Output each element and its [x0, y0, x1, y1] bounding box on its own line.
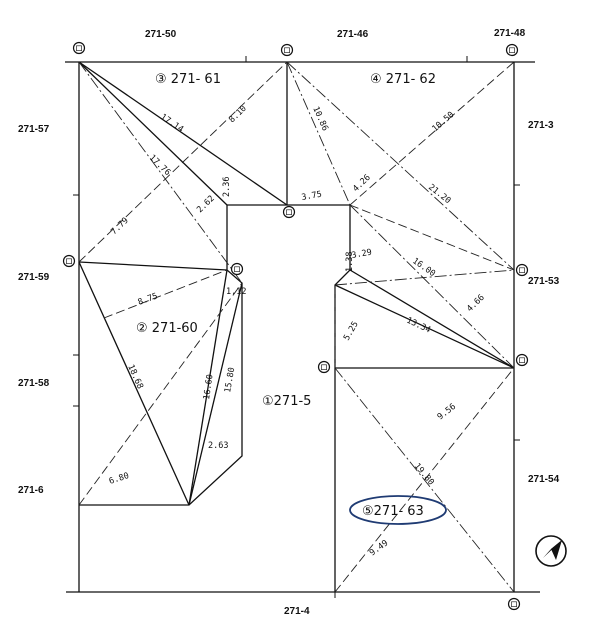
measurement: 8.10: [227, 104, 249, 125]
adjacent-lot-label: 271-54: [528, 474, 560, 485]
svg-text:ロ: ロ: [283, 46, 291, 55]
parcel-label-271-5: ①271-5: [262, 394, 311, 409]
svg-text:ロ: ロ: [75, 44, 83, 53]
svg-text:ロ: ロ: [510, 600, 518, 609]
parcel-label-271-62: ④ 271- 62: [370, 72, 436, 87]
boundary-diag-w: [78, 261, 190, 506]
survey-lines: [78, 61, 515, 593]
adjacent-lot-label: 271-46: [337, 29, 369, 40]
boundary-marker-icon: ロ: [230, 262, 244, 276]
survey-line: [286, 61, 351, 206]
parcel-label-271-60: ② 271-60: [136, 321, 198, 336]
svg-text:ロ: ロ: [518, 266, 526, 275]
measurement: 2.36: [222, 177, 232, 197]
measurement: 1.12: [226, 287, 246, 297]
parcel-highlight-ellipse: [349, 495, 447, 525]
survey-line: [78, 282, 243, 506]
adjacent-lot-label: 271-58: [18, 378, 50, 389]
boundary-lines: [65, 61, 540, 593]
boundary-marker-icon: ロ: [505, 43, 519, 57]
measurement: 9.56: [436, 402, 458, 422]
measurement: 3.29: [351, 248, 373, 261]
survey-line: [286, 61, 515, 271]
measurement: 7.79: [109, 216, 131, 237]
measurement: 10.50: [430, 110, 456, 134]
survey-line: [334, 269, 515, 286]
boundary-diag-w2: [188, 269, 228, 506]
north-arrow-icon: [535, 535, 567, 567]
boundary-markers: ロロロロロロロロロロ: [62, 41, 529, 611]
parcel-label-271-63: ⑤271- 63: [362, 504, 424, 519]
boundary-marker-icon: ロ: [72, 41, 86, 55]
adjacent-lot-labels: 271-50 271-46 271-48 271-57 271-3 271-59…: [18, 28, 560, 617]
survey-line: [78, 61, 243, 284]
survey-line: [103, 269, 228, 319]
adjacent-lot-label: 271-57: [18, 124, 50, 135]
boundary-60-59: [78, 261, 228, 271]
survey-line: [349, 61, 515, 206]
parcel-label-271-61: ③ 271- 61: [155, 72, 221, 87]
boundary-marker-icon: ロ: [62, 254, 76, 268]
measurement: 19.80: [412, 462, 436, 488]
svg-text:ロ: ロ: [233, 265, 241, 274]
inner-boundary-west: [79, 62, 288, 506]
measurement: 9.49: [368, 538, 390, 558]
measurement: 16.60: [202, 374, 215, 401]
measurement: 17.76: [147, 153, 172, 178]
measurement: 6.80: [108, 471, 131, 487]
adjacent-lot-label: 271-6: [18, 485, 44, 496]
measurement: 4.26: [351, 173, 373, 194]
svg-text:ロ: ロ: [285, 208, 293, 217]
parcel-labels: ③ 271- 61 ④ 271- 62 ② 271-60 ①271-5 ⑤271…: [136, 72, 447, 525]
measurement: 5.25: [342, 320, 361, 343]
survey-line: [78, 61, 288, 263]
boundary-marker-icon: ロ: [515, 353, 529, 367]
adjacent-lot-label: 271-4: [284, 606, 310, 617]
svg-text:ロ: ロ: [320, 363, 328, 372]
measurement: 15.80: [223, 367, 237, 394]
adjacent-lot-label: 271-59: [18, 272, 50, 283]
boundary-diag-e: [334, 284, 515, 369]
measurement: 3.75: [301, 190, 323, 203]
boundary-diag-e2: [349, 269, 515, 369]
svg-text:ロ: ロ: [508, 46, 516, 55]
survey-line: [349, 204, 515, 271]
measurement: 13.34: [405, 316, 432, 336]
svg-text:ロ: ロ: [518, 356, 526, 365]
adjacent-lot-label: 271-53: [528, 276, 560, 287]
boundary-marker-icon: ロ: [317, 360, 331, 374]
adjacent-lot-label: 271-50: [145, 29, 177, 40]
measurement: 16.00: [410, 256, 437, 279]
measurement: 18.68: [125, 363, 145, 390]
boundary-diag-nw: [78, 61, 288, 206]
svg-text:ロ: ロ: [65, 257, 73, 266]
boundary-marker-icon: ロ: [282, 205, 296, 219]
survey-line: [349, 204, 515, 369]
survey-line: [334, 367, 515, 593]
boundary-marker-icon: ロ: [515, 263, 529, 277]
boundary-marker-icon: ロ: [507, 597, 521, 611]
boundary-marker-icon: ロ: [280, 43, 294, 57]
measurement: 1.38: [345, 252, 355, 272]
measurement: 2.63: [208, 441, 228, 451]
measurement: 4.66: [465, 293, 487, 314]
adjacent-lot-label: 271-3: [528, 120, 554, 131]
adjacent-lot-label: 271-48: [494, 28, 526, 39]
measurement: 8.75: [137, 291, 160, 307]
measurement: 2.62: [195, 194, 217, 215]
boundary-diag-w3: [188, 282, 243, 506]
measurement: 10.86: [310, 105, 330, 132]
measurement: 21.20: [426, 182, 452, 206]
measurement: 17.14: [158, 112, 185, 135]
boundary-diag-nw2: [78, 61, 228, 206]
boundary-ticks: [73, 56, 520, 598]
